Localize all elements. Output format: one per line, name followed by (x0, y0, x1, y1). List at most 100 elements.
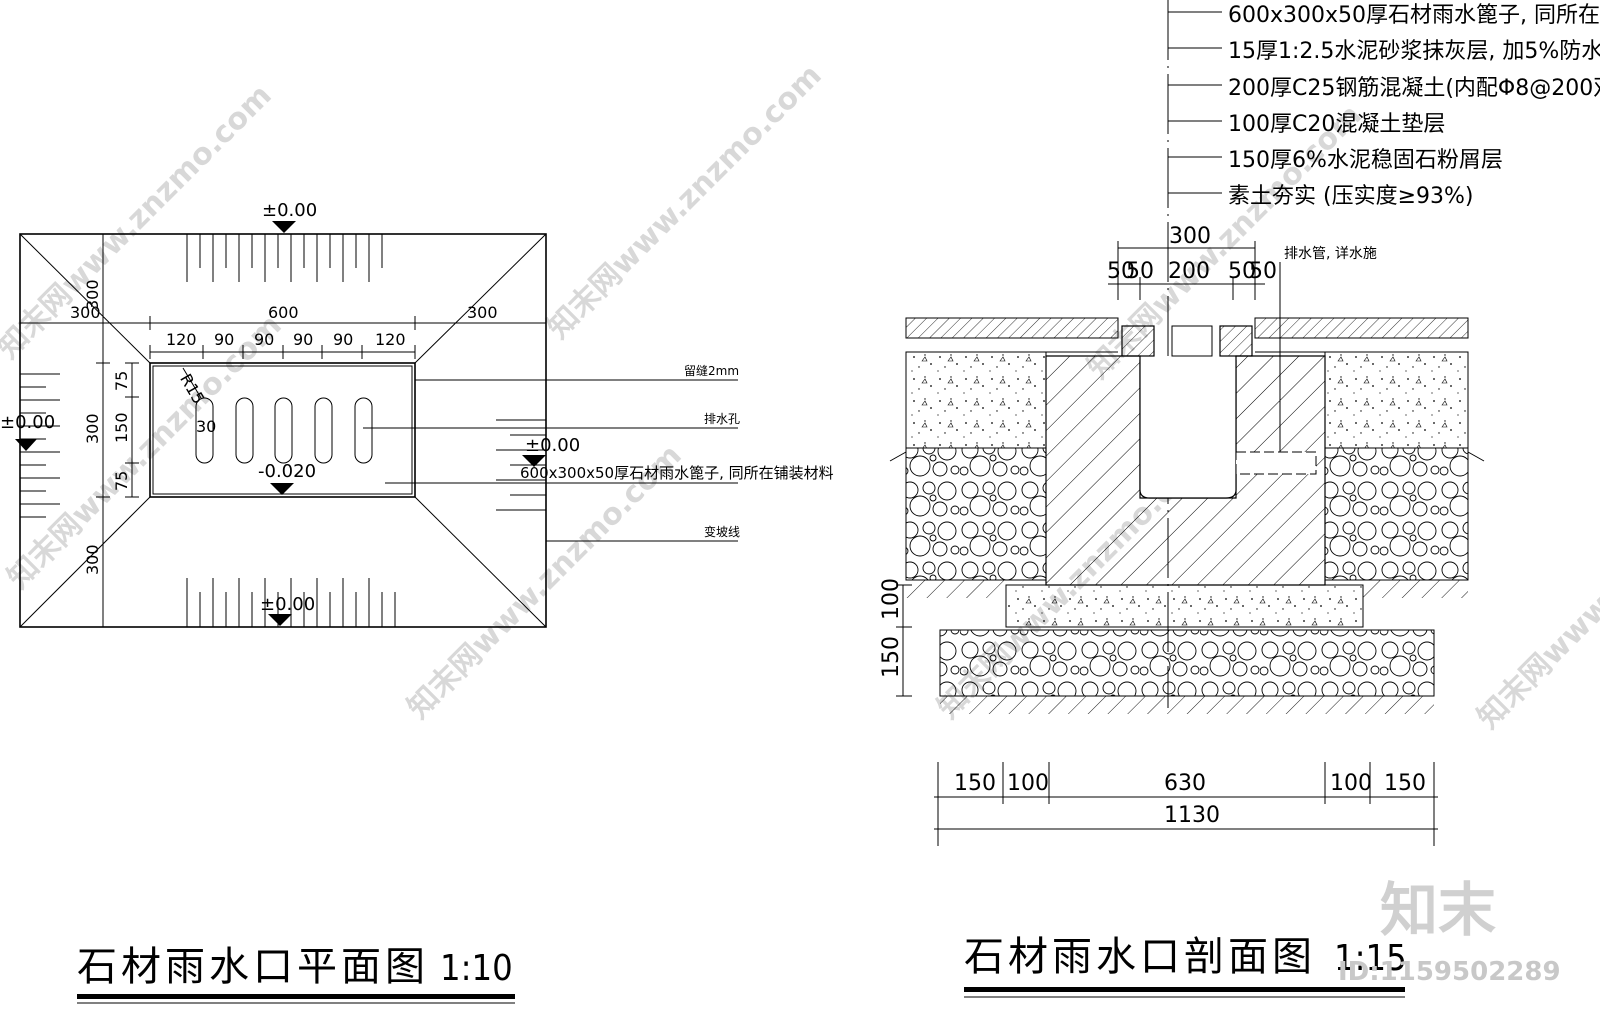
gravel-base (939, 629, 1435, 697)
dim-150: 150 (879, 636, 904, 678)
slope-ticks-right (496, 419, 546, 511)
dim-300-left: 300 (70, 303, 101, 322)
note-holes: 排水孔 (704, 412, 740, 426)
soil-hatch (1363, 580, 1468, 598)
dim-left-300-top: 300 (83, 279, 102, 310)
section-scale: 1:15 (1334, 938, 1407, 979)
dim-bottom-total: 1130 (1164, 803, 1220, 828)
soil-hatch (906, 580, 1006, 598)
section-dim-top: 300 50 50 200 50 50 排水管, 详水施 (1107, 224, 1377, 462)
grade-line (414, 233, 547, 364)
dim-left-seg: 75 (112, 371, 131, 391)
dim-100: 100 (879, 578, 904, 620)
watermark-logo: 知末 (1380, 876, 1496, 944)
paving-right (1254, 317, 1469, 339)
dim-seg: 90 (333, 330, 353, 349)
dim-seg: 120 (375, 330, 406, 349)
layer-label-grate: 600x300x50厚石材雨水篦子, 同所在铺装材料 (1228, 3, 1600, 28)
dim-bottom-seg: 100 (1007, 771, 1049, 796)
dim-left-300: 300 (83, 413, 102, 444)
ground-break-right (1467, 451, 1485, 462)
drain-slot (274, 397, 293, 464)
watermark-text: 知末网www.znzmo.com (1471, 448, 1600, 736)
grade-line (414, 496, 547, 628)
watermark-text: 知末网www.znzmo.com (541, 58, 829, 346)
note-grate: 600x300x50厚石材雨水篦子, 同所在铺装材料 (520, 464, 834, 482)
drain-chamber (1139, 360, 1237, 499)
slot-width-label: 30 (196, 417, 216, 436)
stone-powder-left (905, 351, 1047, 449)
level-marker-left: ±0.00 (0, 412, 55, 451)
dim-bottom-seg: 100 (1330, 771, 1372, 796)
dim-left-seg: 150 (112, 412, 131, 443)
plan-dim-left: 300 300 300 75 150 75 (83, 233, 139, 628)
level-marker-top: ±0.00 (262, 200, 317, 233)
drain-slots (195, 397, 373, 464)
grate-opening (1171, 325, 1213, 357)
dim-bottom-seg: 630 (1164, 771, 1206, 796)
slope-ticks-top (186, 234, 383, 282)
dim-seg: 50 (1126, 259, 1154, 284)
grade-line (19, 496, 151, 628)
watermark-id: ID:1159502289 (1338, 957, 1561, 987)
grade-line (19, 233, 151, 364)
radius-leader (182, 367, 202, 399)
note-pipe: 排水管, 详水施 (1284, 246, 1377, 262)
dim-seg: 90 (293, 330, 313, 349)
layer-label-cushion: 100厚C20混凝土垫层 (1228, 112, 1445, 137)
note-gap: 留缝2mm (684, 363, 739, 378)
dim-300: 300 (1169, 224, 1211, 249)
dim-left-300-bottom: 300 (83, 544, 102, 575)
section-dim-bottom: 150 100 630 100 150 1130 (934, 762, 1438, 846)
plan-dim-top: 300 600 300 120 90 90 90 90 120 (19, 303, 547, 359)
dim-300-right: 300 (467, 303, 498, 322)
level-top-label: ±0.00 (262, 200, 317, 221)
layer-label-concrete: 200厚C25钢筋混凝土(内配Φ8@200双层双向) (1228, 76, 1600, 101)
dim-seg: 50 (1228, 259, 1256, 284)
dim-bottom-seg: 150 (954, 771, 996, 796)
level-left-label: ±0.00 (0, 412, 55, 433)
dim-seg: 200 (1168, 259, 1210, 284)
dim-seg: 50 (1107, 259, 1135, 284)
plan-view: R15 30 ±0.00 ±0.00 -0.020 ±0.00 ±0.00 (0, 200, 834, 1004)
slope-ticks-left (20, 373, 60, 518)
stone-powder-right (1324, 351, 1469, 449)
level-marker-bottom: ±0.00 (260, 594, 315, 626)
drain-slot (195, 397, 214, 464)
drain-slot (354, 397, 373, 464)
section-view: 600x300x50厚石材雨水篦子, 同所在铺装材料 15厚1:2.5水泥砂浆抹… (879, 0, 1600, 998)
grate-outline (149, 362, 416, 498)
drain-slot (314, 397, 333, 464)
section-title: 石材雨水口剖面图 (964, 934, 1316, 980)
plan-outer-boundary (19, 233, 547, 628)
plan-scale: 1:10 (440, 948, 513, 989)
section-dim-left: 100 150 (879, 578, 912, 697)
dim-seg: 90 (254, 330, 274, 349)
slope-ticks-bottom (186, 578, 396, 627)
dim-left-seg: 75 (112, 471, 131, 491)
section-title-underline (964, 987, 1405, 992)
grate-stone-right (1219, 325, 1253, 357)
dim-seg: 90 (214, 330, 234, 349)
note-grade: 变坡线 (704, 524, 740, 539)
dim-seg: 50 (1249, 259, 1277, 284)
gravel-left (905, 447, 1047, 581)
level-marker-center: -0.020 (258, 461, 316, 495)
plan-title: 石材雨水口平面图 (77, 944, 429, 990)
drain-pipe (1235, 451, 1317, 475)
gravel-right (1324, 447, 1469, 581)
paving-left (905, 317, 1119, 339)
layer-label-stone-powder: 150厚6%水泥稳固石粉屑层 (1228, 148, 1503, 173)
soil-hatch (940, 696, 1434, 714)
layer-label-soil: 素土夯实 (压实度≥93%) (1228, 184, 1474, 209)
layer-callouts: 600x300x50厚石材雨水篦子, 同所在铺装材料 15厚1:2.5水泥砂浆抹… (1167, 0, 1600, 708)
drain-slot (235, 397, 254, 464)
ground-break-left (889, 451, 907, 462)
level-center-label: -0.020 (258, 461, 316, 482)
dim-600: 600 (268, 303, 299, 322)
dim-bottom-seg: 150 (1384, 771, 1426, 796)
dim-seg: 120 (166, 330, 197, 349)
concrete-cushion (1005, 584, 1364, 628)
level-marker-right: ±0.00 (522, 435, 580, 467)
